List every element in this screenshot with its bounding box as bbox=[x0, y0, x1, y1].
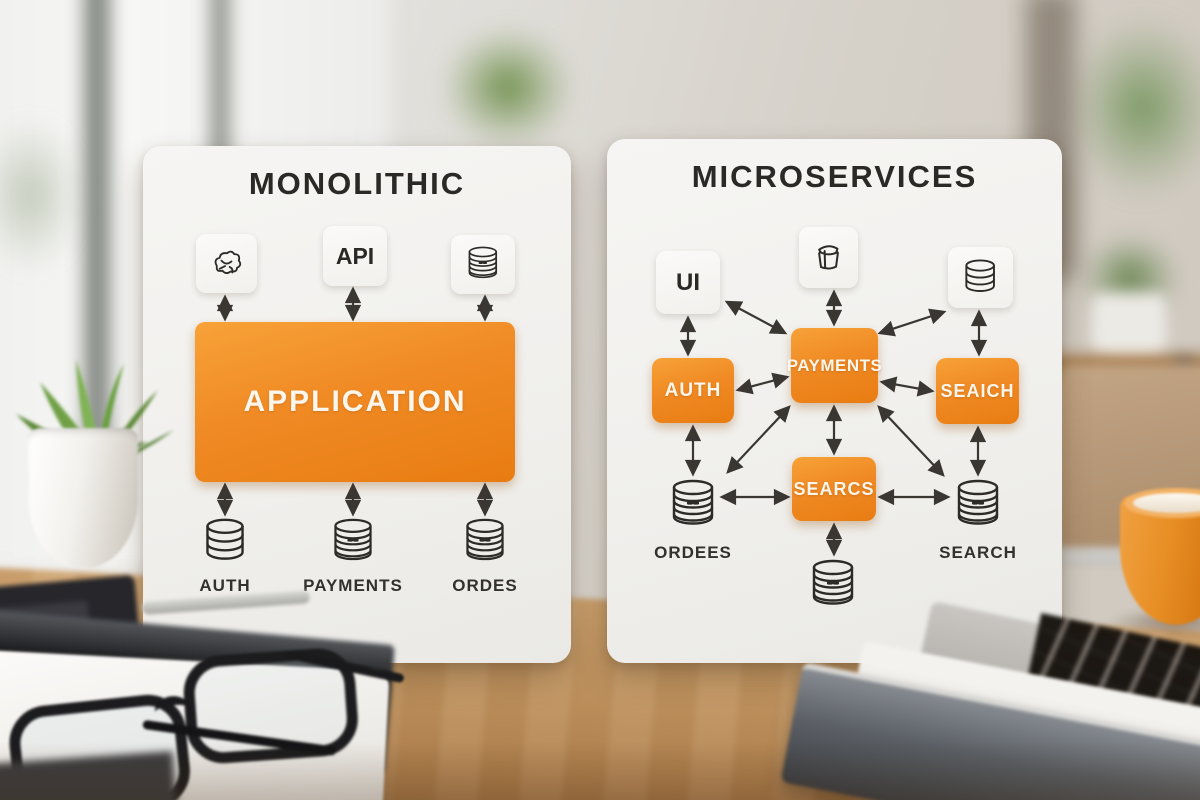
database-cylinder bbox=[202, 518, 248, 566]
database-icon bbox=[965, 259, 996, 292]
ordees-label: ORDEES bbox=[654, 543, 732, 562]
database-cylinder bbox=[808, 559, 858, 611]
plant-pot bbox=[28, 428, 138, 568]
box-label: UI bbox=[676, 268, 700, 296]
seaich-box: SEAICH bbox=[936, 358, 1019, 424]
background-plant bbox=[0, 120, 80, 270]
database-icon bbox=[206, 518, 244, 560]
box-label: PAYMENTS bbox=[786, 355, 883, 375]
database-icon bbox=[672, 479, 714, 525]
card-title: MICROSERVICES bbox=[691, 159, 978, 194]
application-box: APPLICATION bbox=[195, 322, 515, 482]
background-plant bbox=[1065, 15, 1200, 200]
database-cylinder bbox=[330, 518, 376, 566]
doodle-icon bbox=[214, 250, 241, 275]
mug-interior bbox=[1133, 493, 1200, 513]
coffee-mug bbox=[1120, 488, 1200, 625]
ordes-label: ORDES bbox=[452, 576, 518, 595]
monolithic-card: MONOLITHIC API APPLICATION AUTH PAYMENTS ORD… bbox=[143, 146, 571, 663]
diagram-nodes: UI AUTH PAYMENTS SEAICH SEARCS ORDEES SEARCH bbox=[607, 139, 1062, 663]
database-lines-icon-box bbox=[451, 235, 515, 294]
payments-label: PAYMENTS bbox=[303, 576, 403, 595]
package-icon bbox=[818, 244, 840, 270]
ui-box: UI bbox=[656, 251, 720, 314]
database-icon bbox=[466, 518, 504, 561]
database-icon bbox=[334, 518, 372, 561]
auth-label: AUTH bbox=[199, 576, 251, 595]
background-plant bbox=[440, 25, 575, 150]
doodle-icon-box bbox=[196, 234, 257, 293]
diagram-nodes: API APPLICATION AUTH PAYMENTS ORDES bbox=[143, 146, 571, 663]
package-icon-box bbox=[799, 227, 858, 288]
search-label: SEARCH bbox=[939, 543, 1017, 562]
database-icon-box bbox=[948, 247, 1013, 308]
searcs-box: SEARCS bbox=[792, 457, 876, 521]
box-label: SEAICH bbox=[940, 380, 1015, 401]
box-label: API bbox=[335, 242, 375, 269]
database-cylinder bbox=[953, 479, 1003, 531]
box-label: APPLICATION bbox=[243, 385, 467, 418]
database-cylinder bbox=[462, 518, 508, 566]
box-label: SEARCS bbox=[793, 478, 875, 499]
auth-box: AUTH bbox=[652, 358, 734, 423]
api-box: API bbox=[323, 226, 387, 286]
card-title: MONOLITHIC bbox=[248, 166, 466, 201]
payments-box: PAYMENTS bbox=[787, 328, 882, 403]
database-lines-icon bbox=[468, 246, 498, 279]
microservices-card: MICROSERVICES UI AUTH PAYMENTS SEAICH SEARCS… bbox=[607, 139, 1062, 663]
shelf-plant-pot bbox=[1092, 294, 1166, 364]
database-icon bbox=[812, 559, 854, 605]
database-icon bbox=[957, 479, 999, 525]
database-cylinder bbox=[668, 479, 718, 531]
box-label: AUTH bbox=[664, 379, 722, 401]
